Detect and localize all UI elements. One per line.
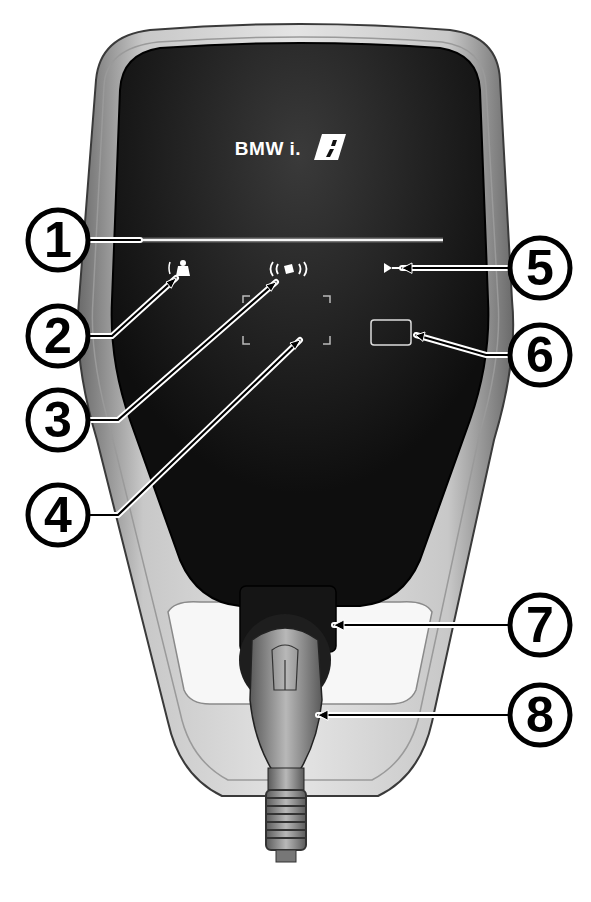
- brand-text: BMW i.: [235, 139, 301, 158]
- callout-number: 1: [44, 215, 72, 265]
- callout-number: 2: [44, 311, 72, 361]
- callout-number: 5: [526, 243, 554, 293]
- callout-number: 7: [526, 600, 554, 650]
- callout-number: 3: [44, 395, 72, 445]
- callout-number: 6: [526, 330, 554, 380]
- callout-number: 8: [526, 690, 554, 740]
- callout-number: 4: [44, 490, 72, 540]
